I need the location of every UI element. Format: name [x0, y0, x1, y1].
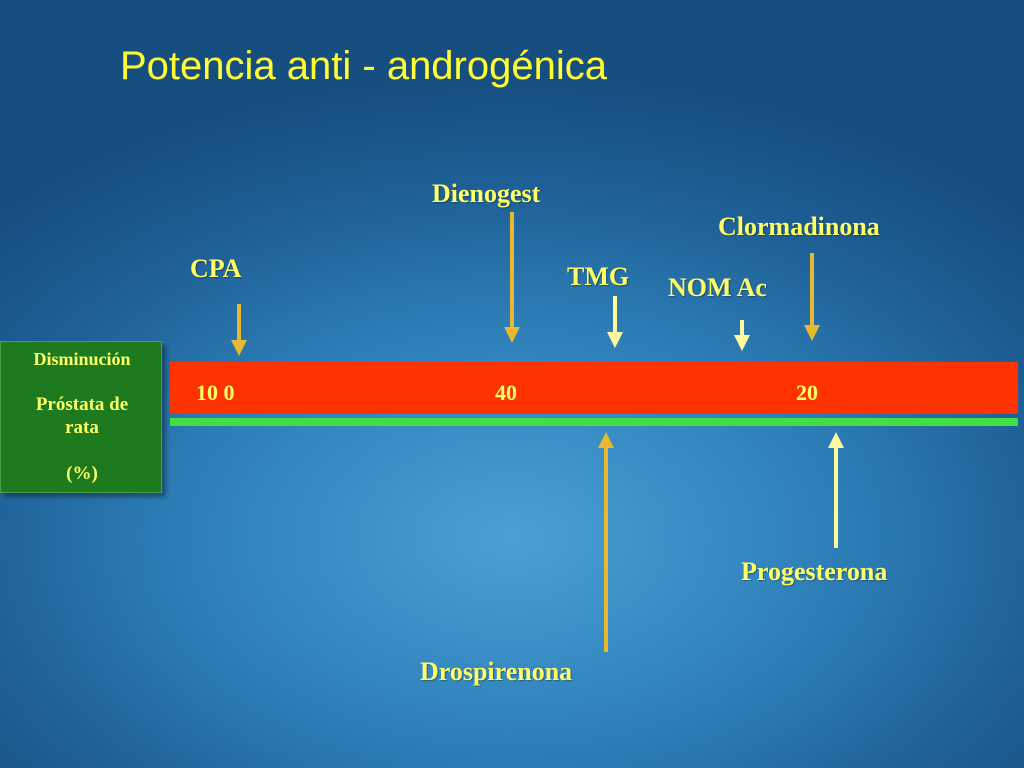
baseline-line	[170, 418, 1018, 426]
bar-value-40: 40	[495, 380, 517, 405]
potency-bar	[170, 362, 1018, 414]
axis-label-line-2: Próstata de	[35, 394, 129, 415]
label-progesterona: Progesterona	[741, 557, 888, 586]
label-dienogest: Dienogest	[432, 179, 541, 208]
label-drospirenona: Drospirenona	[420, 657, 573, 686]
slide-title: Potencia anti - androgénica	[120, 44, 607, 88]
axis-label-box: Disminución Próstata de rata (%)	[0, 341, 162, 493]
label-cpa: CPA	[190, 254, 242, 283]
axis-label-line-4: (%)	[66, 463, 98, 484]
bar-value-100: 10 0	[196, 380, 235, 405]
axis-label-line-1: Disminución	[33, 349, 131, 369]
axis-label-line-3: rata	[65, 417, 99, 438]
label-tmg: TMG	[567, 262, 630, 291]
label-clormadinona: Clormadinona	[718, 212, 880, 241]
bar-value-20: 20	[796, 380, 818, 405]
label-nom-ac: NOM Ac	[668, 273, 767, 302]
